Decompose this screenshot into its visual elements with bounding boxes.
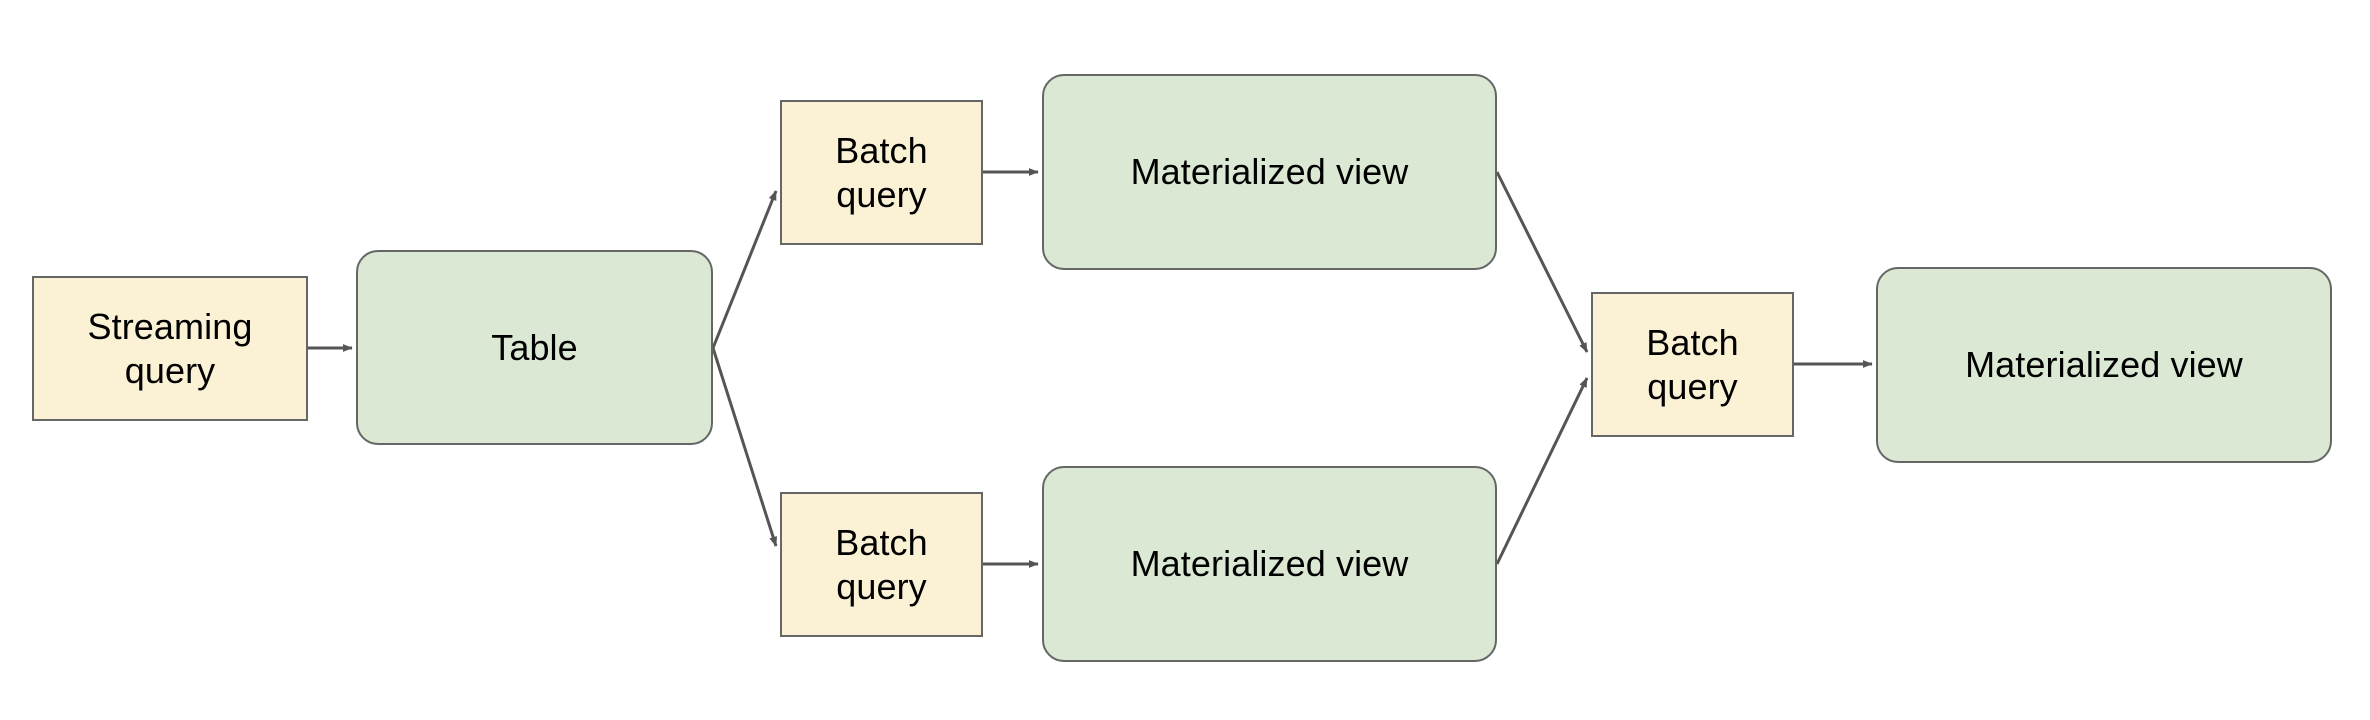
edge-table-to-batch-bottom (711, 347, 778, 547)
node-materialized-view-bottom[interactable]: Materialized view (1042, 466, 1497, 662)
node-materialized-view-top[interactable]: Materialized view (1042, 74, 1497, 270)
node-label-materialized-view-final: Materialized view (1965, 344, 2243, 386)
node-label-batch-query-bottom: Batch query (835, 521, 928, 607)
edge-mv-top-to-merge (1495, 171, 1589, 353)
node-materialized-view-final[interactable]: Materialized view (1876, 267, 2332, 463)
node-label-table: Table (491, 326, 578, 368)
node-table[interactable]: Table (356, 250, 713, 445)
node-streaming-query[interactable]: Streaming query (32, 276, 308, 421)
node-label-materialized-view-top: Materialized view (1130, 151, 1409, 193)
edge-mv-bottom-to-merge (1495, 377, 1589, 565)
node-label-materialized-view-bottom: Materialized view (1130, 543, 1409, 585)
node-batch-query-merge[interactable]: Batch query (1591, 292, 1794, 437)
node-batch-query-top[interactable]: Batch query (780, 100, 983, 245)
node-batch-query-bottom[interactable]: Batch query (780, 492, 983, 637)
node-label-batch-query-merge: Batch query (1646, 321, 1739, 407)
edge-table-to-batch-top (711, 190, 778, 349)
node-label-streaming-query: Streaming query (87, 305, 253, 391)
node-label-batch-query-top: Batch query (835, 129, 928, 215)
